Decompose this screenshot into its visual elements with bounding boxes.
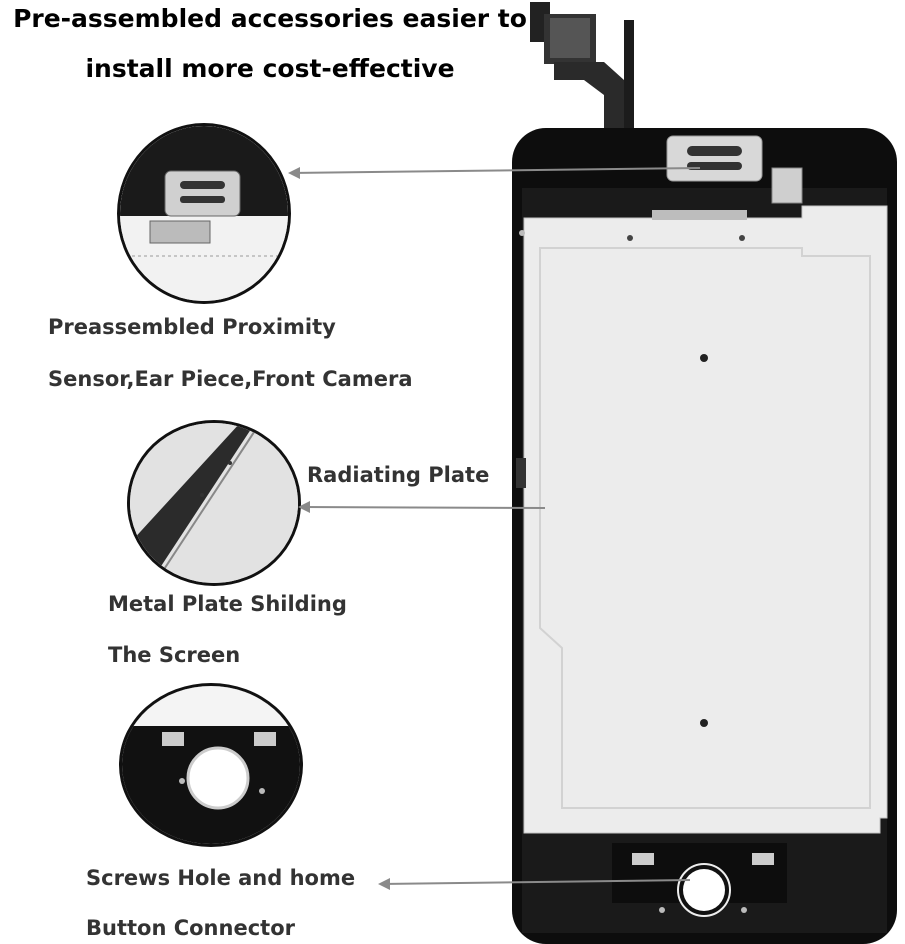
metal-plate-closeup-circle xyxy=(127,420,301,586)
headline-line-1: Pre-assembled accessories easier to xyxy=(13,4,527,33)
earpiece-closeup-circle xyxy=(117,123,291,304)
earpiece-closeup-image xyxy=(120,126,288,301)
callout-1-line-2: Sensor,Ear Piece,Front Camera xyxy=(48,367,413,391)
arrow-home xyxy=(379,879,691,885)
arrow-plate xyxy=(299,506,546,509)
callout-2-line-1: Metal Plate Shilding xyxy=(108,592,347,616)
callout-3-line-1: Screws Hole and home xyxy=(86,866,356,890)
arrow-proximity xyxy=(289,167,701,174)
arrow-head-plate xyxy=(298,501,310,513)
arrow-head-proximity xyxy=(288,167,300,179)
lcd-assembly-image xyxy=(512,128,897,944)
headline-line-2: install more cost-effective xyxy=(85,54,455,83)
callout-1-line-1: Preassembled Proximity xyxy=(48,315,336,339)
arrow-head-home xyxy=(378,878,390,890)
callout-2-line-2: The Screen xyxy=(108,643,241,667)
callout-3-line-2: Button Connector xyxy=(86,916,295,940)
metal-plate-closeup-image xyxy=(130,423,298,583)
home-button-closeup-circle xyxy=(119,683,303,847)
home-button-closeup-image xyxy=(122,686,300,844)
radiating-plate-label: Radiating Plate xyxy=(307,463,490,487)
